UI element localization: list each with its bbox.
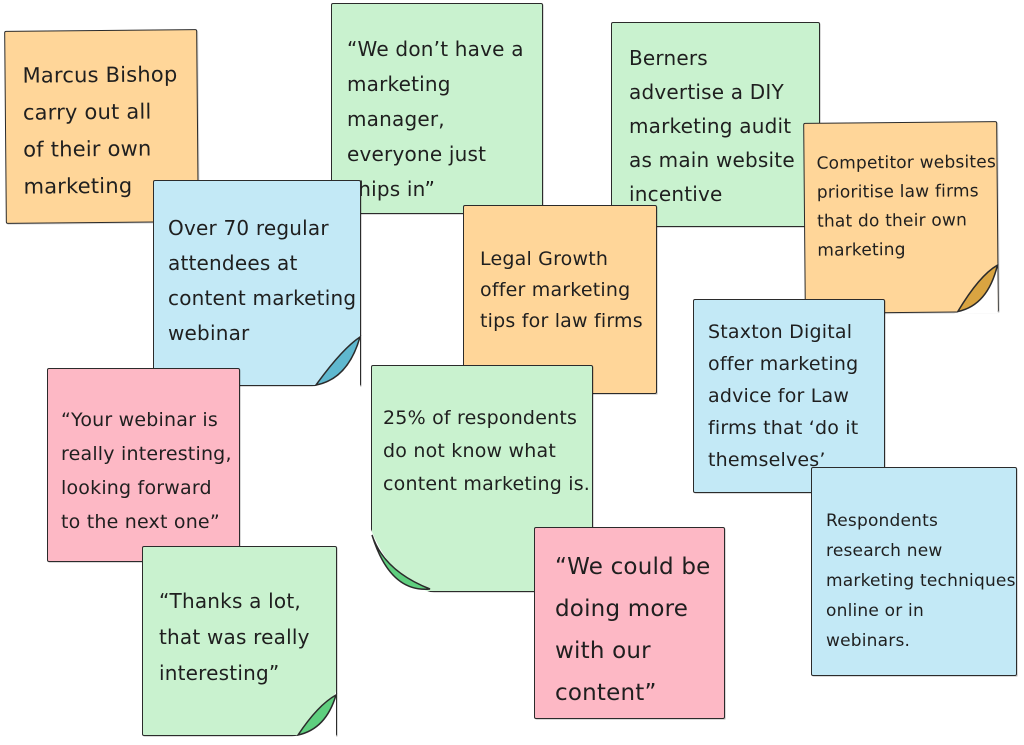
note-text: “Thanks a lot, that was really interesti… bbox=[159, 589, 310, 685]
note-text: Berners advertise a DIY marketing audit … bbox=[629, 46, 795, 206]
note-text: Staxton Digital offer marketing advice f… bbox=[708, 321, 859, 471]
page-curl-icon bbox=[370, 527, 434, 593]
note-text: “Your webinar is really interesting, loo… bbox=[61, 409, 232, 533]
sticky-note-respondents-research: Respondents research new marketing techn… bbox=[811, 467, 1017, 676]
sticky-note-competitor-websites: Competitor websites prioritise law firms… bbox=[803, 121, 999, 314]
sticky-note-thanks: “Thanks a lot, that was really interesti… bbox=[142, 546, 338, 737]
note-text: 25% of respondents do not know what cont… bbox=[383, 407, 591, 495]
note-text: Competitor websites prioritise law firms… bbox=[816, 152, 997, 261]
note-text: “We could be doing more with our content… bbox=[555, 554, 711, 706]
sticky-note-webinar-attendees: Over 70 regular attendees at content mar… bbox=[153, 180, 362, 387]
page-curl-icon bbox=[953, 263, 999, 314]
note-text: Respondents research new marketing techn… bbox=[826, 511, 1016, 651]
note-text: Over 70 regular attendees at content mar… bbox=[168, 216, 357, 345]
sticky-note-webinar-feedback: “Your webinar is really interesting, loo… bbox=[47, 368, 240, 562]
sticky-note-no-marketing-manager: “We don’t have a marketing manager, ever… bbox=[331, 3, 543, 214]
sticky-note-legal-growth: Legal Growth offer marketing tips for la… bbox=[463, 205, 657, 394]
sticky-note-berners: Berners advertise a DIY marketing audit … bbox=[611, 22, 820, 227]
sticky-note-staxton-digital: Staxton Digital offer marketing advice f… bbox=[693, 299, 885, 493]
sticky-note-more-content: “We could be doing more with our content… bbox=[534, 527, 725, 719]
page-curl-icon bbox=[292, 691, 338, 737]
note-text: “We don’t have a marketing manager, ever… bbox=[347, 37, 524, 201]
note-text: Legal Growth offer marketing tips for la… bbox=[480, 248, 643, 332]
